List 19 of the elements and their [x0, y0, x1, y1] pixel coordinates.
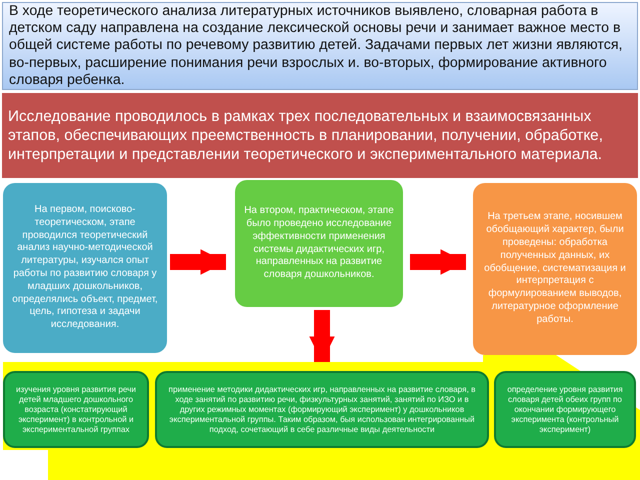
box-text: На третьем этапе, носившем обобщающий характер, были проведены: обработка полученных данных, их обобщение, систематизация и интерпретация с формулированием выводов, литературное оформление работы.	[483, 211, 627, 327]
block-arrow	[170, 249, 226, 275]
box-text: На первом, поисково-теоретическом, этапе проводился теоретический анализ научно-методической литературы, изучался опыт работы по развитию словаря у младших дошкольников, определялись объект, предмет, цель, гипотеза и задачи исследования.	[11, 204, 159, 332]
box-text: определение уровня развития словаря детей обеих групп по окончании формирующего эксперимента (контрольный эксперимент)	[506, 384, 624, 434]
step-box	[494, 371, 636, 448]
arrow-band	[3, 355, 640, 480]
step-box	[3, 371, 149, 448]
box-text: В ходе теоретического анализа литературных источников выявлено, словарная работа в детском саду направлена на создание лексической основы речи и занимает важное место в общей системе работы по речевому развитию детей. Задачами первых лет жизни являются, во-первых, расширение понимания речи взрослых и. во-вторых, формирование активного словаря ребенка.	[9, 3, 624, 89]
box-text: На втором, практическом, этапе было проведено исследование эффективности применения системы дидактических игр, направленных на развитие словаря дошкольников.	[243, 205, 395, 282]
box-text: применение методики дидактических игр, направленных на развитие словаря, в ходе занятий по развитию речи, физкультурных занятий, занятий по ИЗО и в других режимных моментах (формирующий эксперимент) у дошкольников экспериментальной группы. Таким образом, быя использован интегрированный подход, сочетающий в себе различные виды деятельности	[168, 384, 476, 434]
stage-box	[235, 180, 403, 307]
stage-box	[3, 183, 167, 353]
block-arrow	[410, 249, 466, 275]
step-box	[155, 371, 489, 448]
stage-box	[473, 183, 637, 355]
banner-panel	[2, 93, 638, 178]
block-arrow	[309, 310, 335, 362]
box-text: изучения уровня развития речи детей младшего дошкольного возраста (констатирующий эксперимент) в контрольной и экспериментальной группах	[14, 384, 138, 434]
box-text: Исследование проводилось в рамках трех последовательных и взаимосвязанных этапов, обеспечивающих преемственность в планировании, получении, обработке, интерпретации и представлении теоретического и экспериментального материала.	[8, 106, 604, 164]
